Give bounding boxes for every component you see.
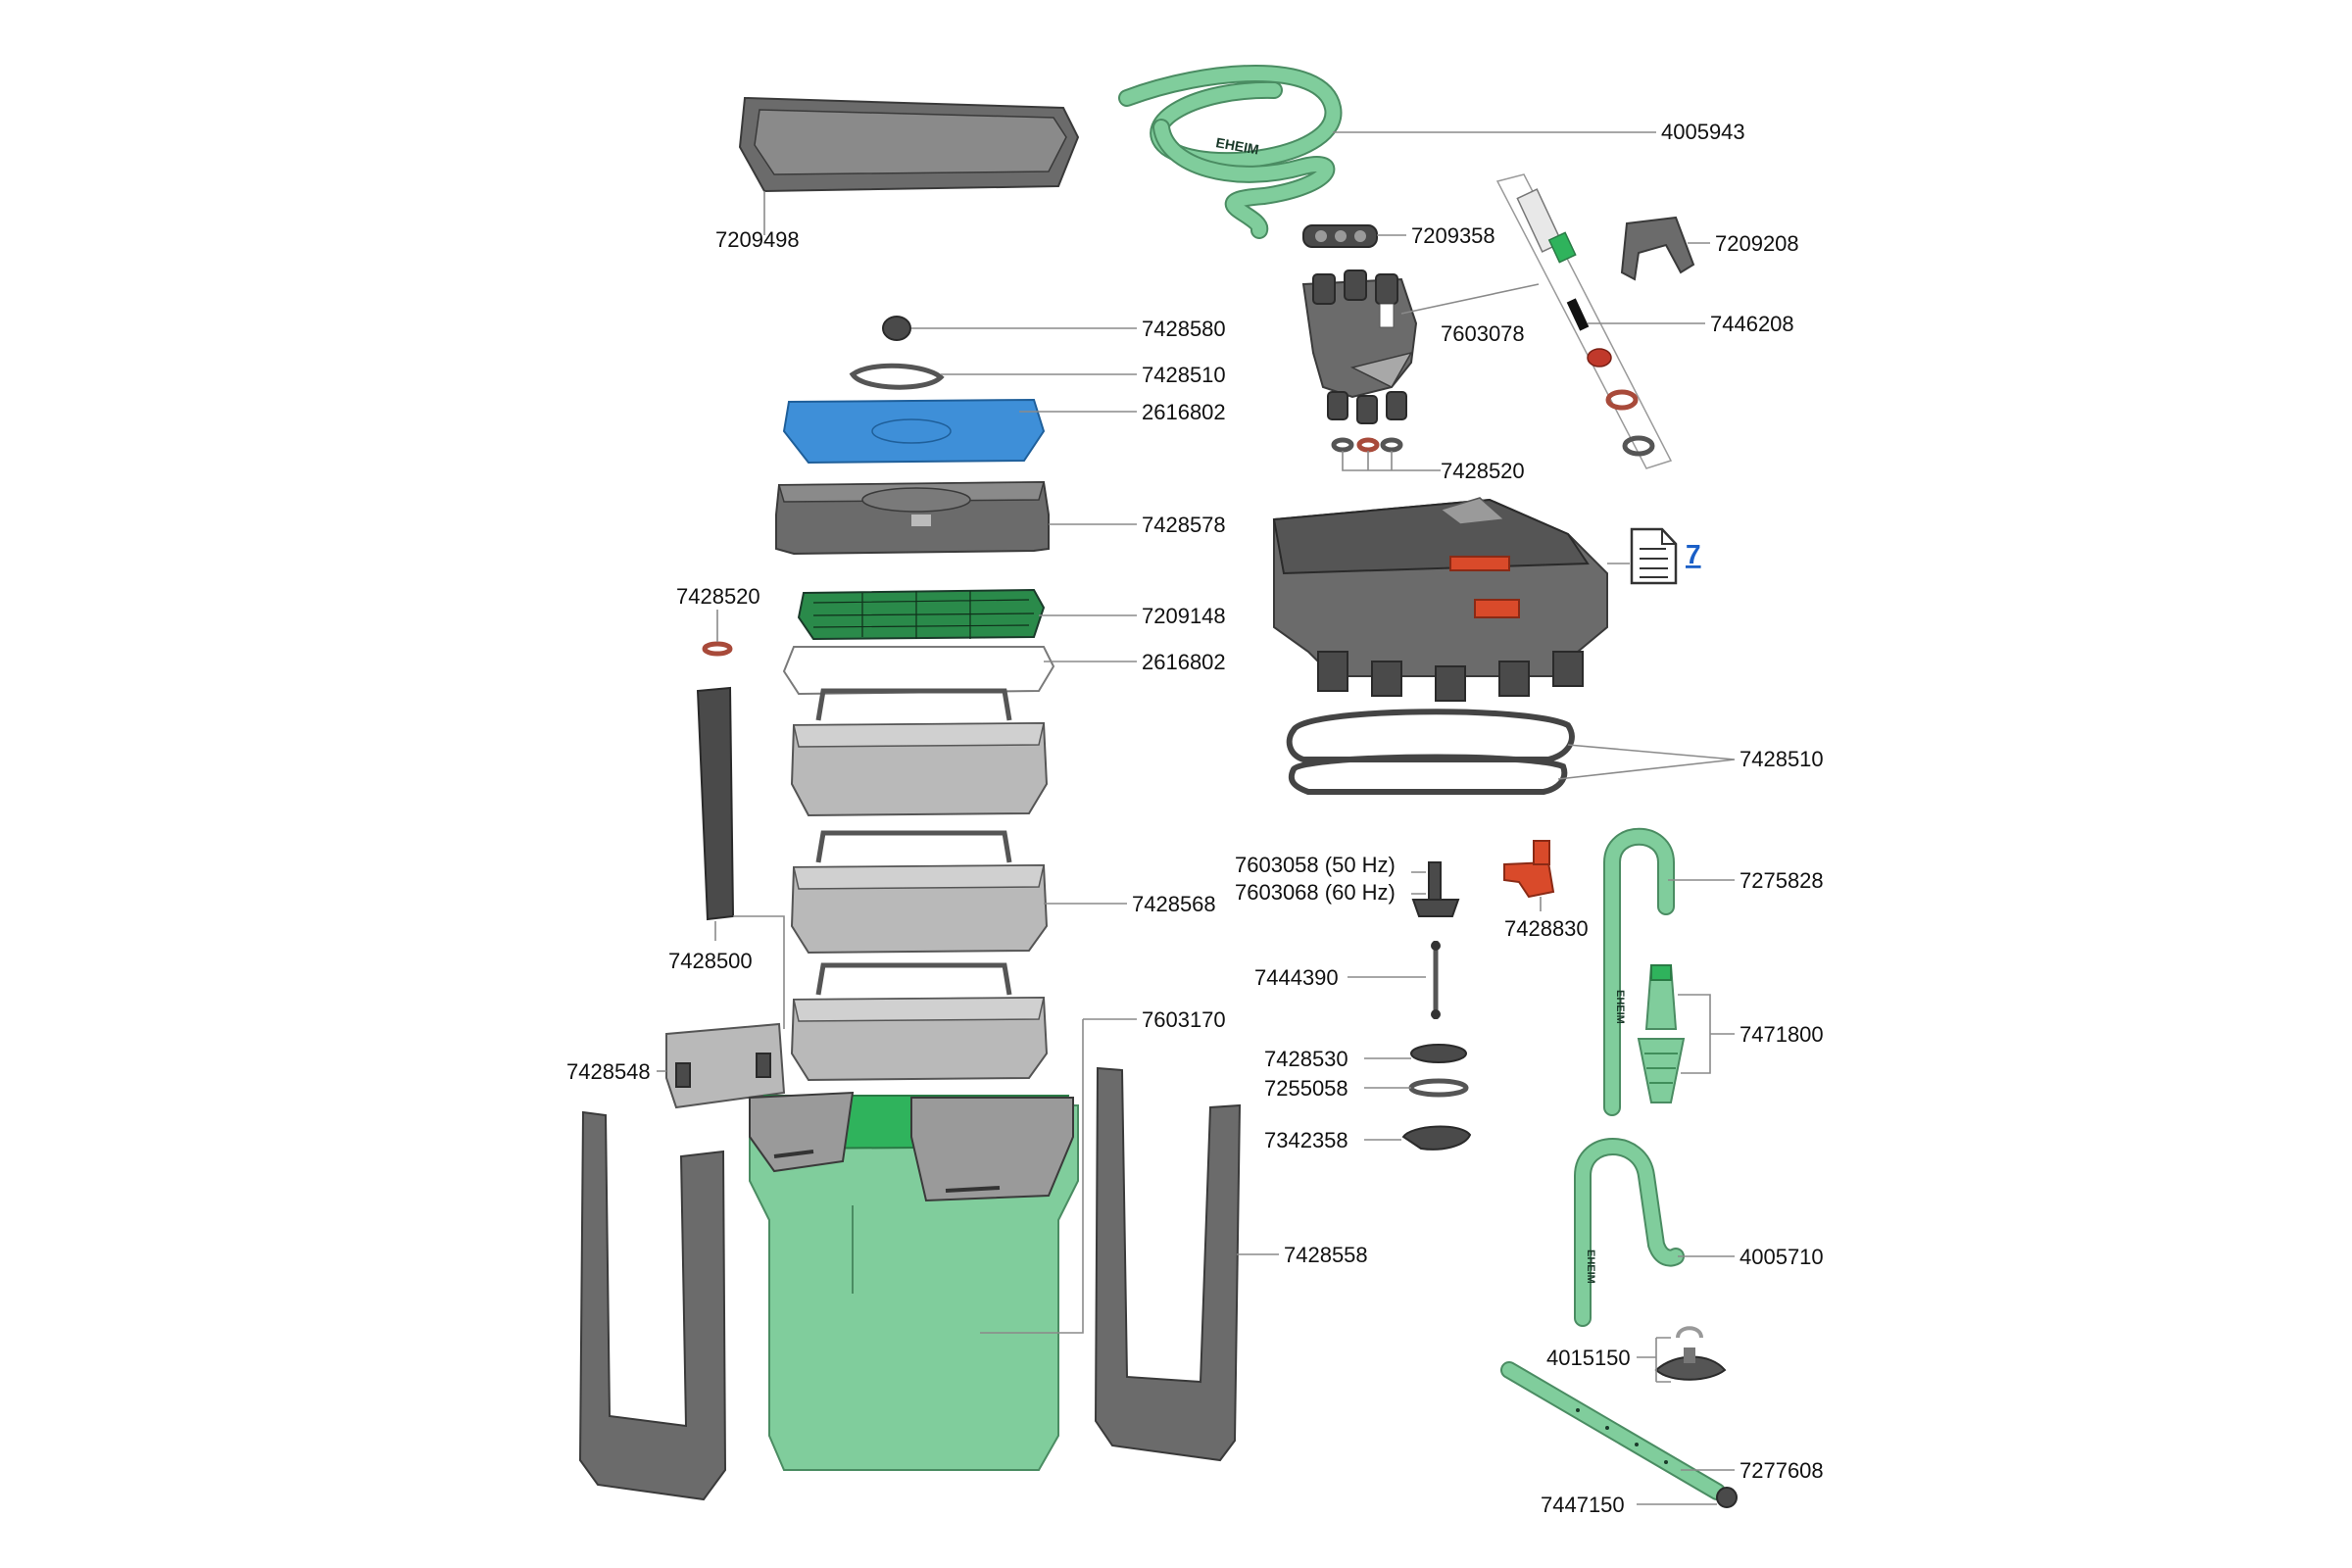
part-spray-bar bbox=[1500, 1361, 1726, 1500]
part-red-oring-left bbox=[702, 641, 733, 657]
part-impeller bbox=[1411, 861, 1460, 917]
label-7471800: 7471800 bbox=[1740, 1022, 1824, 1047]
label-7209208: 7209208 bbox=[1715, 231, 1799, 256]
part-intake-tube bbox=[696, 686, 735, 921]
label-7603068: 7603068 (60 Hz) bbox=[1235, 880, 1396, 905]
label-7428548: 7428548 bbox=[566, 1059, 651, 1084]
label-7428520-left: 7428520 bbox=[676, 584, 760, 609]
hose-print-text: EHEIM bbox=[1214, 134, 1259, 157]
part-red-adapter bbox=[1503, 840, 1555, 899]
label-7428568: 7428568 bbox=[1132, 892, 1216, 916]
part-side-handle-left bbox=[578, 1110, 727, 1501]
part-white-fleece-pad bbox=[782, 646, 1055, 696]
document-icon[interactable] bbox=[1630, 527, 1678, 585]
part-green-hose-coil: EHEIM bbox=[1118, 65, 1343, 239]
label-2616802-white: 2616802 bbox=[1142, 650, 1226, 674]
part-canister bbox=[749, 1091, 1079, 1471]
part-filter-basket-2 bbox=[790, 830, 1049, 955]
label-7209148: 7209148 bbox=[1142, 604, 1226, 628]
label-7277608: 7277608 bbox=[1740, 1458, 1824, 1483]
part-axle bbox=[1431, 941, 1441, 1019]
pipe-print-text: EHEIM bbox=[1614, 990, 1626, 1024]
part-clip-holder bbox=[665, 1022, 786, 1109]
part-small-knob bbox=[882, 316, 911, 341]
label-7447150: 7447150 bbox=[1541, 1493, 1625, 1517]
part-suction-cup bbox=[1654, 1326, 1727, 1381]
label-7209358: 7209358 bbox=[1411, 223, 1495, 248]
label-7428510-top: 7428510 bbox=[1142, 363, 1226, 387]
label-7428830: 7428830 bbox=[1504, 916, 1589, 941]
part-valve-kit bbox=[1495, 173, 1673, 469]
label-7428578: 7428578 bbox=[1142, 513, 1226, 537]
part-clip-strip bbox=[1302, 224, 1378, 248]
label-7275828: 7275828 bbox=[1740, 868, 1824, 893]
part-filter-basket-3 bbox=[790, 962, 1049, 1082]
label-7428510-right: 7428510 bbox=[1740, 747, 1824, 771]
part-blue-foam-pad bbox=[782, 398, 1046, 465]
label-4005710: 4005710 bbox=[1740, 1245, 1824, 1269]
part-oring-7255058 bbox=[1408, 1078, 1469, 1098]
label-7444390: 7444390 bbox=[1254, 965, 1339, 990]
part-green-grid-plate bbox=[797, 588, 1046, 641]
label-7255058: 7255058 bbox=[1264, 1076, 1348, 1101]
part-intake-pipe: EHEIM bbox=[1603, 827, 1675, 1116]
pipe-print-text-2: EHEIM bbox=[1585, 1250, 1596, 1284]
label-7603170: 7603170 bbox=[1142, 1007, 1226, 1032]
label-7428530: 7428530 bbox=[1264, 1047, 1348, 1071]
part-handle-lever bbox=[1620, 216, 1695, 281]
part-outflow-pipe: EHEIM bbox=[1574, 1138, 1685, 1327]
label-7209498: 7209498 bbox=[715, 227, 800, 252]
part-small-orings-top bbox=[1331, 437, 1403, 453]
label-7428558: 7428558 bbox=[1284, 1243, 1368, 1267]
part-seal-ring-top bbox=[849, 363, 945, 390]
part-top-basket bbox=[775, 480, 1050, 556]
part-side-handle-right bbox=[1094, 1066, 1242, 1462]
part-valve-block bbox=[1301, 270, 1418, 424]
part-pump-head bbox=[1272, 497, 1608, 702]
part-rubber-bearing bbox=[1410, 1044, 1467, 1063]
document-link[interactable]: 7 bbox=[1630, 527, 1701, 585]
label-4015150: 4015150 bbox=[1546, 1346, 1631, 1370]
label-7428500: 7428500 bbox=[668, 949, 753, 973]
label-7342358: 7342358 bbox=[1264, 1128, 1348, 1152]
part-strainer bbox=[1637, 964, 1686, 1103]
label-7603058: 7603058 (50 Hz) bbox=[1235, 853, 1396, 877]
document-link-label[interactable]: 7 bbox=[1686, 539, 1701, 569]
label-7428520-top: 7428520 bbox=[1441, 459, 1525, 483]
label-7603078: 7603078 bbox=[1441, 321, 1525, 346]
label-4005943: 4005943 bbox=[1661, 120, 1745, 144]
part-large-seal-rings bbox=[1286, 709, 1575, 795]
label-2616802-blue: 2616802 bbox=[1142, 400, 1226, 424]
label-7446208: 7446208 bbox=[1710, 312, 1794, 336]
part-end-cap bbox=[1716, 1487, 1738, 1508]
part-lid-tray bbox=[738, 96, 1080, 193]
label-7428580: 7428580 bbox=[1142, 317, 1226, 341]
part-filter-basket-1 bbox=[790, 688, 1049, 817]
part-impeller-cover bbox=[1401, 1125, 1472, 1151]
